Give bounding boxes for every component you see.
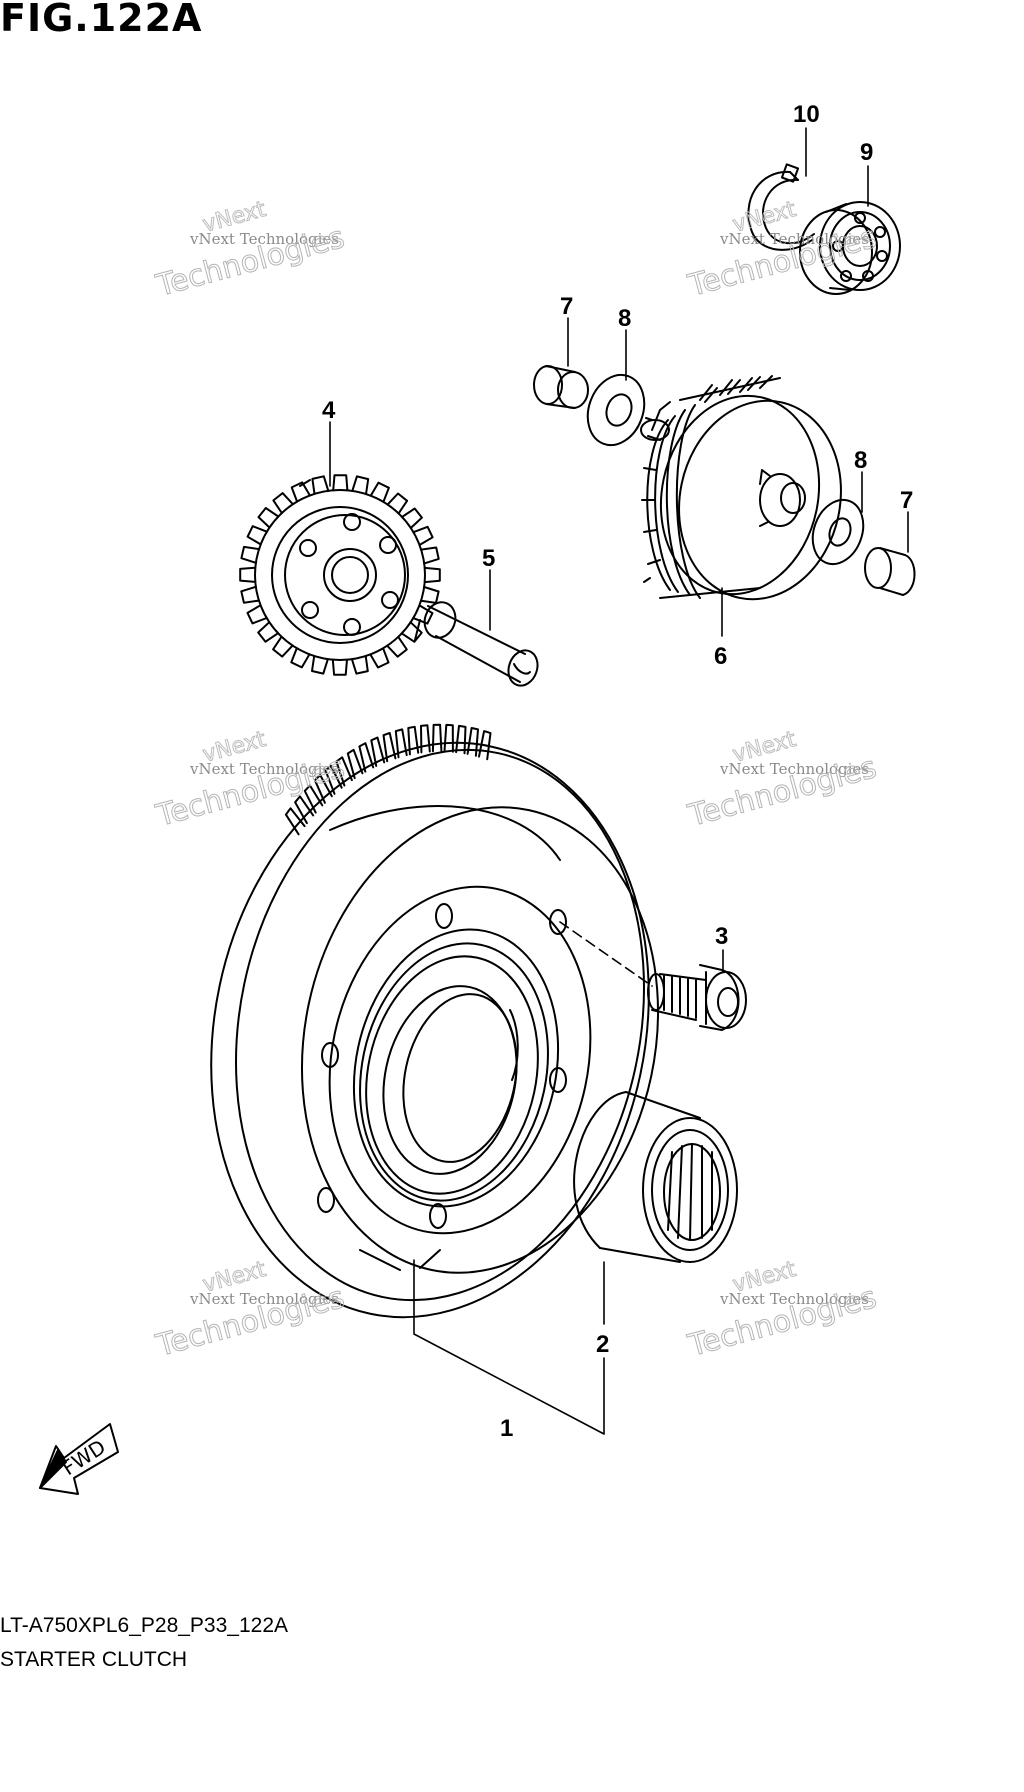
bearing-part-9 (799, 201, 901, 295)
watermark-text: vNext Technologies (189, 760, 339, 778)
callout-1: 1 (500, 1415, 513, 1442)
fwd-arrow-icon (39, 1423, 119, 1495)
watermark-text: vNext Technologies (719, 1290, 869, 1308)
watermark-text: vNext Technologies (719, 760, 869, 778)
callout-8-lower: 8 (854, 447, 867, 474)
figure-name: STARTER CLUTCH (0, 1648, 188, 1671)
callout-4: 4 (322, 397, 336, 424)
callout-2: 2 (596, 1331, 609, 1358)
callout-8-upper: 8 (618, 305, 631, 332)
gear-part-4 (239, 474, 441, 676)
one-way-bearing-part-2 (573, 1091, 738, 1263)
leader-lines (329, 127, 909, 1435)
callout-7-upper: 7 (560, 293, 573, 320)
bushing-part-7-lower (864, 547, 916, 596)
clutch-hub-part-6 (640, 375, 842, 601)
starter-clutch-part-1 (210, 723, 660, 1319)
washer-part-8-upper (586, 373, 646, 447)
callout-5: 5 (482, 545, 495, 572)
callout-7-lower: 7 (900, 487, 913, 514)
watermark-text: vNext Technologies (719, 230, 869, 248)
figure-code: LT-A750XPL6_P28_P33_122A (0, 1614, 289, 1637)
circlip-part-10 (747, 163, 815, 251)
washer-part-8-lower (811, 498, 865, 566)
callout-6: 6 (714, 643, 727, 670)
callout-9: 9 (860, 139, 873, 166)
watermark-text: vNext Technologies (189, 1290, 339, 1308)
figure-title: FIG.122A (0, 0, 203, 40)
callout-10: 10 (793, 101, 820, 128)
watermark-text: vNext Technologies (189, 230, 339, 248)
bushing-part-7-upper (533, 365, 589, 409)
callout-3: 3 (715, 923, 728, 950)
shaft-part-5 (423, 601, 539, 687)
bolt-part-3 (647, 964, 747, 1031)
